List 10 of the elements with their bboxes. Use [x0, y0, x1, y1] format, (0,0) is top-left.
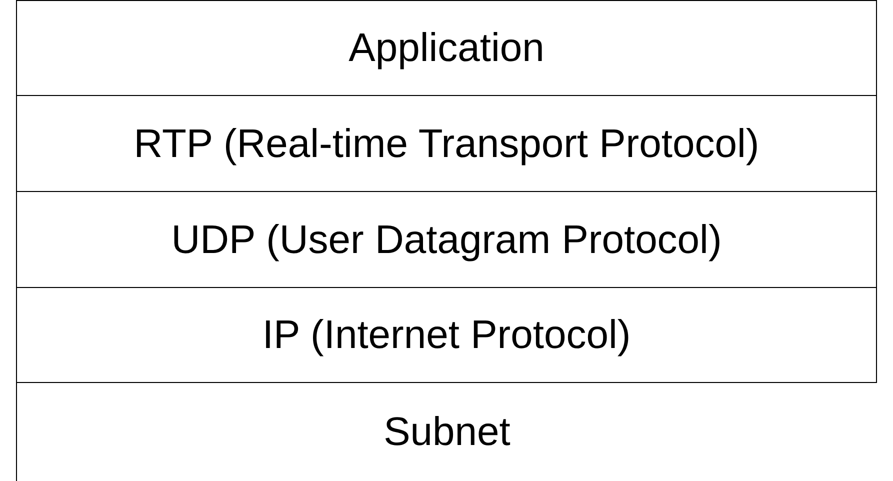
layer-label: RTP (Real-time Transport Protocol) [134, 124, 760, 164]
layer-box [16, 95, 877, 191]
layer-label: UDP (User Datagram Protocol) [171, 220, 722, 260]
layer-label: Subnet [384, 412, 510, 452]
layer-box [16, 382, 877, 481]
layer-label: IP (Internet Protocol) [262, 315, 631, 355]
layer-label: Application [348, 28, 544, 68]
layer-box [16, 0, 877, 95]
layer-box [16, 287, 877, 382]
layer-box [16, 191, 877, 287]
